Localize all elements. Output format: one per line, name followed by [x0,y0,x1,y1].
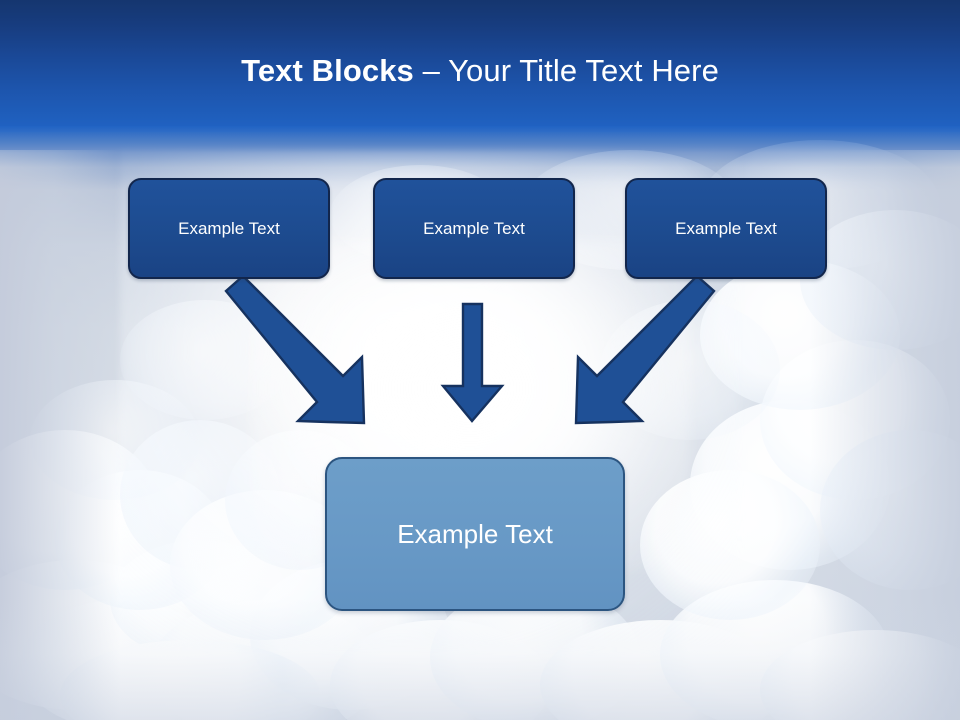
title-band-fade [0,126,960,182]
page-title: Text Blocks – Your Title Text Here [0,52,960,90]
page-title-bold: Text Blocks [241,53,414,88]
text-block-1-label: Example Text [178,218,280,238]
text-block-result-label: Example Text [397,518,553,549]
text-block-2-label: Example Text [423,218,525,238]
text-block-3-label: Example Text [675,218,777,238]
text-block-result[interactable]: Example Text [325,457,625,611]
text-block-2[interactable]: Example Text [373,178,575,279]
bottom-edge-haze [0,600,960,720]
page-title-regular: – Your Title Text Here [413,53,719,88]
title-band [0,0,960,132]
text-block-1[interactable]: Example Text [128,178,330,279]
text-block-3[interactable]: Example Text [625,178,827,279]
